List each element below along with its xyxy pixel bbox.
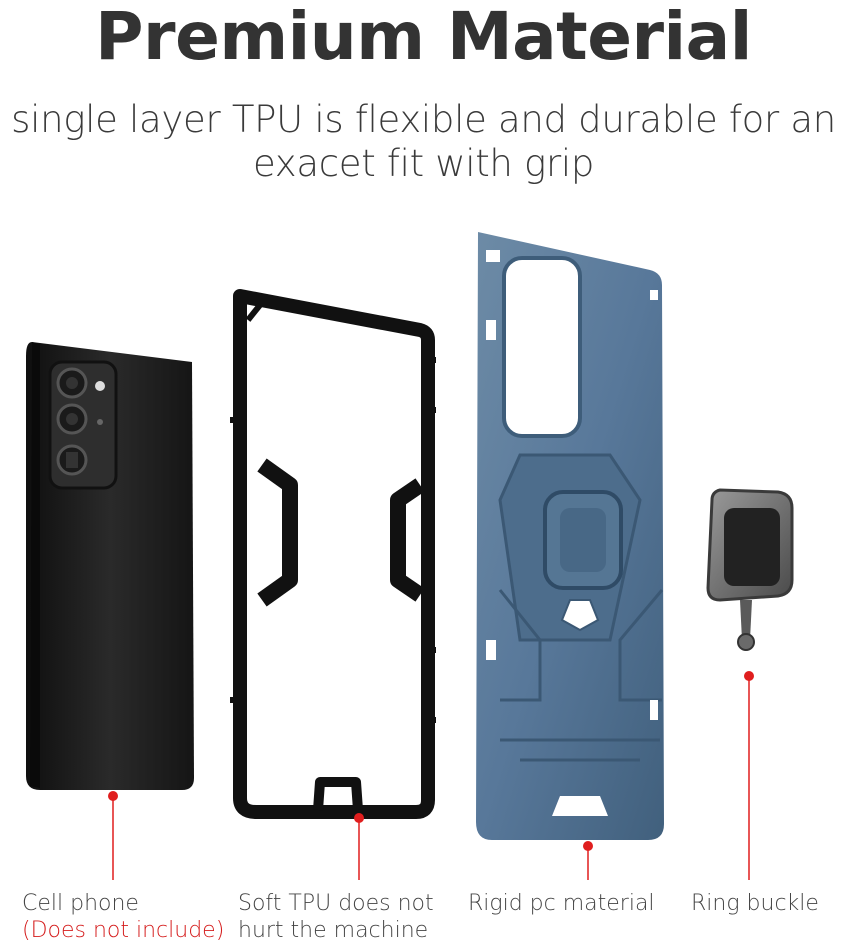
page-subtitle: single layer TPU is flexible and durable… — [0, 98, 847, 186]
subtitle-line-2: exacet fit with grip — [252, 142, 595, 185]
label-rigid-pc-text: Rigid pc material — [468, 891, 655, 916]
label-cell-phone: Cell phone (Does not include) — [22, 890, 224, 944]
label-cell-phone-note: (Does not include) — [22, 918, 225, 943]
page-title: Premium Material — [95, 0, 752, 75]
subtitle-line-1: single layer TPU is flexible and durable… — [11, 98, 836, 141]
marker-cell-phone — [108, 791, 118, 880]
rigid-pc-case-image — [476, 232, 664, 840]
label-soft-tpu-line-1: Soft TPU does not — [238, 891, 434, 916]
marker-rigid-pc — [583, 841, 593, 880]
label-cell-phone-text: Cell phone — [22, 891, 139, 916]
marker-ring-buckle — [744, 671, 754, 880]
ring-buckle-image — [706, 488, 794, 651]
marker-soft-tpu — [354, 813, 364, 880]
label-ring-buckle: Ring buckle — [691, 890, 819, 917]
label-soft-tpu-line-2: hurt the machine — [238, 918, 429, 943]
label-soft-tpu: Soft TPU does not hurt the machine — [238, 890, 434, 944]
label-ring-buckle-text: Ring buckle — [691, 891, 819, 916]
label-rigid-pc: Rigid pc material — [468, 890, 655, 917]
soft-tpu-frame-image — [230, 289, 436, 819]
cell-phone-image — [26, 342, 194, 790]
